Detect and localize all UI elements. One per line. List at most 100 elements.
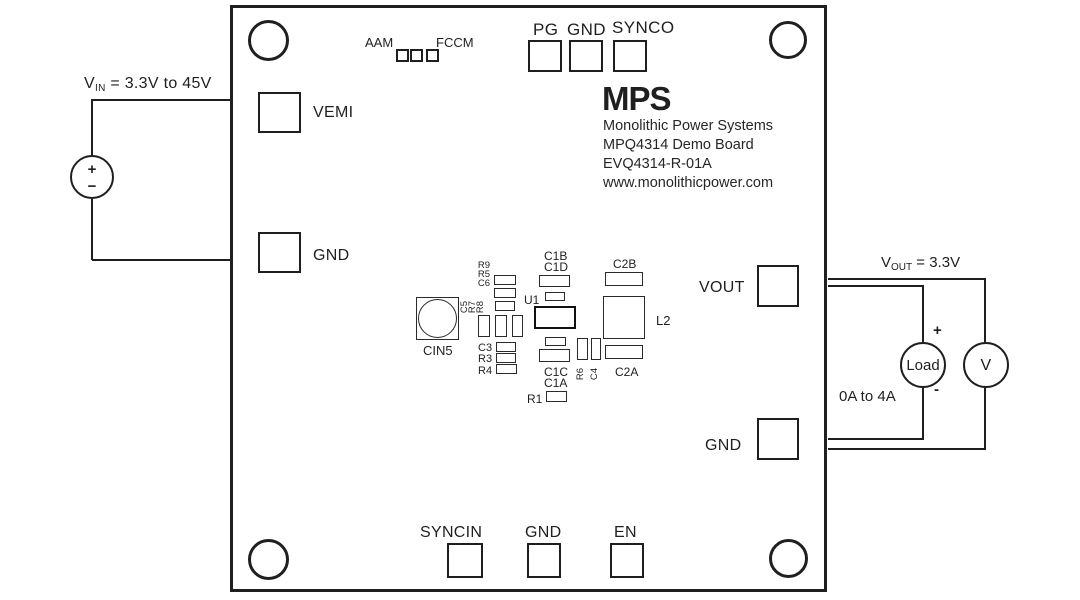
vout-label: VOUT = 3.3V — [881, 255, 960, 273]
voltmeter-symbol-label: V — [980, 357, 992, 374]
terminal-pad-synco — [613, 40, 647, 72]
terminal-pad-vout — [757, 265, 799, 307]
component-label-c1a: C1A — [544, 376, 568, 390]
component-chip-c6 — [494, 288, 516, 298]
mounting-hole-top-left — [248, 20, 289, 61]
load-symbol-label: Load — [906, 357, 940, 374]
terminal-label-gnd-right: GND — [705, 437, 742, 454]
terminal-label-vemi: VEMI — [313, 104, 354, 121]
component-chip-c1b-c1d — [539, 275, 570, 287]
component-chip-r4 — [496, 364, 517, 374]
mounting-hole-bottom-left — [248, 539, 289, 580]
vin-label-sub: IN — [94, 83, 106, 94]
component-label-u1: U1 — [524, 293, 540, 307]
load-current-range-label: 0A to 4A — [839, 388, 896, 405]
terminal-pad-pg — [528, 40, 562, 72]
mps-logo: MPS — [602, 80, 672, 117]
vin-label-rest: = 3.3V to 45V — [105, 75, 212, 92]
component-chip-r3 — [496, 353, 516, 363]
load-minus-sign: - — [934, 381, 939, 398]
component-l2-inductor — [603, 296, 645, 339]
component-chip-below-u1 — [545, 337, 566, 346]
component-chip-above-u1 — [545, 292, 565, 301]
component-chip-vertical-2 — [495, 315, 507, 337]
vout-wire-outer-right-lower — [984, 388, 986, 450]
component-label-c1c: C1C — [544, 365, 569, 379]
vout-wire-inner-top — [828, 285, 924, 287]
terminal-pad-gnd-bottom — [527, 543, 561, 578]
component-label-c1b: C1B — [544, 249, 568, 263]
component-chip-vertical-1 — [478, 315, 490, 337]
mounting-hole-bottom-right — [769, 539, 808, 578]
vout-wire-inner-bottom — [828, 438, 924, 440]
jumper-pad-1 — [396, 49, 409, 62]
mounting-hole-top-right — [769, 21, 807, 59]
terminal-label-synco: SYNCO — [612, 18, 675, 37]
vin-wire-left-lower — [91, 199, 93, 260]
logo-line-website: www.monolithicpower.com — [603, 175, 774, 191]
terminal-pad-gnd-top — [569, 40, 603, 72]
load-symbol: Load — [900, 342, 946, 388]
component-label-c4: C4 — [589, 367, 600, 381]
vin-wire-top — [92, 99, 231, 101]
vin-label-v: V — [84, 75, 95, 92]
jumper-pad-3 — [426, 49, 439, 62]
component-chip-r1 — [546, 391, 567, 402]
component-u1-ic — [534, 306, 576, 329]
terminal-label-gnd-left: GND — [313, 247, 350, 264]
voltmeter-symbol: V — [963, 342, 1009, 388]
vout-wire-outer-right-upper — [984, 278, 986, 342]
minus-sign: − — [87, 178, 97, 195]
logo-line-partnumber: EVQ4314-R-01A — [603, 156, 712, 172]
vout-label-v: V — [881, 254, 892, 271]
vin-label: VIN = 3.3V to 45V — [84, 76, 212, 94]
vout-label-sub: OUT — [891, 262, 913, 273]
logo-line-board: MPQ4314 Demo Board — [603, 137, 754, 153]
component-chip-c4 — [591, 338, 601, 360]
component-label-c2a: C2A — [615, 365, 639, 379]
terminal-label-gnd-top: GND — [567, 20, 606, 39]
terminal-pad-en — [610, 543, 644, 578]
component-chip-c2a — [605, 345, 643, 359]
terminal-pad-syncin — [447, 543, 483, 578]
jumper-label-aam: AAM — [365, 35, 394, 50]
component-chip-c5 — [495, 301, 515, 311]
component-chip-c3 — [496, 342, 516, 352]
component-label-r1: R1 — [527, 392, 543, 406]
component-label-cin5: CIN5 — [423, 343, 453, 358]
board-outline — [230, 5, 827, 592]
jumper-label-fccm: FCCM — [436, 35, 474, 50]
vin-wire-left-upper — [91, 99, 93, 156]
terminal-label-pg: PG — [533, 20, 559, 39]
component-label-r4: R4 — [478, 365, 493, 377]
component-label-r6: R6 — [575, 367, 586, 381]
component-label-c1d: C1D — [544, 260, 569, 274]
load-plus-sign: + — [933, 322, 942, 339]
component-label-c3: C3 — [478, 342, 493, 354]
terminal-label-gnd-bottom: GND — [525, 524, 562, 541]
component-chip-r6 — [577, 338, 588, 360]
component-cin5-can — [418, 299, 457, 338]
voltage-source-symbol: + − — [70, 155, 114, 199]
component-chip-r5r9 — [494, 275, 516, 285]
vout-wire-inner-right-lower — [922, 388, 924, 440]
component-label-l2: L2 — [656, 313, 671, 328]
vout-wire-outer-bottom — [828, 448, 986, 450]
terminal-pad-gnd-left — [258, 232, 301, 273]
component-chip-c1c-c1a — [539, 349, 570, 362]
component-chip-vertical-3 — [512, 315, 523, 337]
terminal-label-en: EN — [614, 524, 637, 541]
terminal-label-vout: VOUT — [699, 279, 745, 296]
logo-line-company: Monolithic Power Systems — [603, 118, 774, 134]
component-label-c6: C6 — [477, 278, 490, 289]
vout-wire-outer-top — [828, 278, 986, 280]
component-label-r3: R3 — [478, 353, 493, 365]
component-label-r9: R9 — [477, 260, 490, 271]
component-label-r5: R5 — [477, 269, 490, 280]
component-label-c2b: C2B — [613, 257, 637, 271]
component-label-r8: R8 — [475, 300, 486, 314]
terminal-pad-gnd-right — [757, 418, 799, 460]
terminal-pad-vemi — [258, 92, 301, 133]
jumper-pad-2 — [410, 49, 423, 62]
